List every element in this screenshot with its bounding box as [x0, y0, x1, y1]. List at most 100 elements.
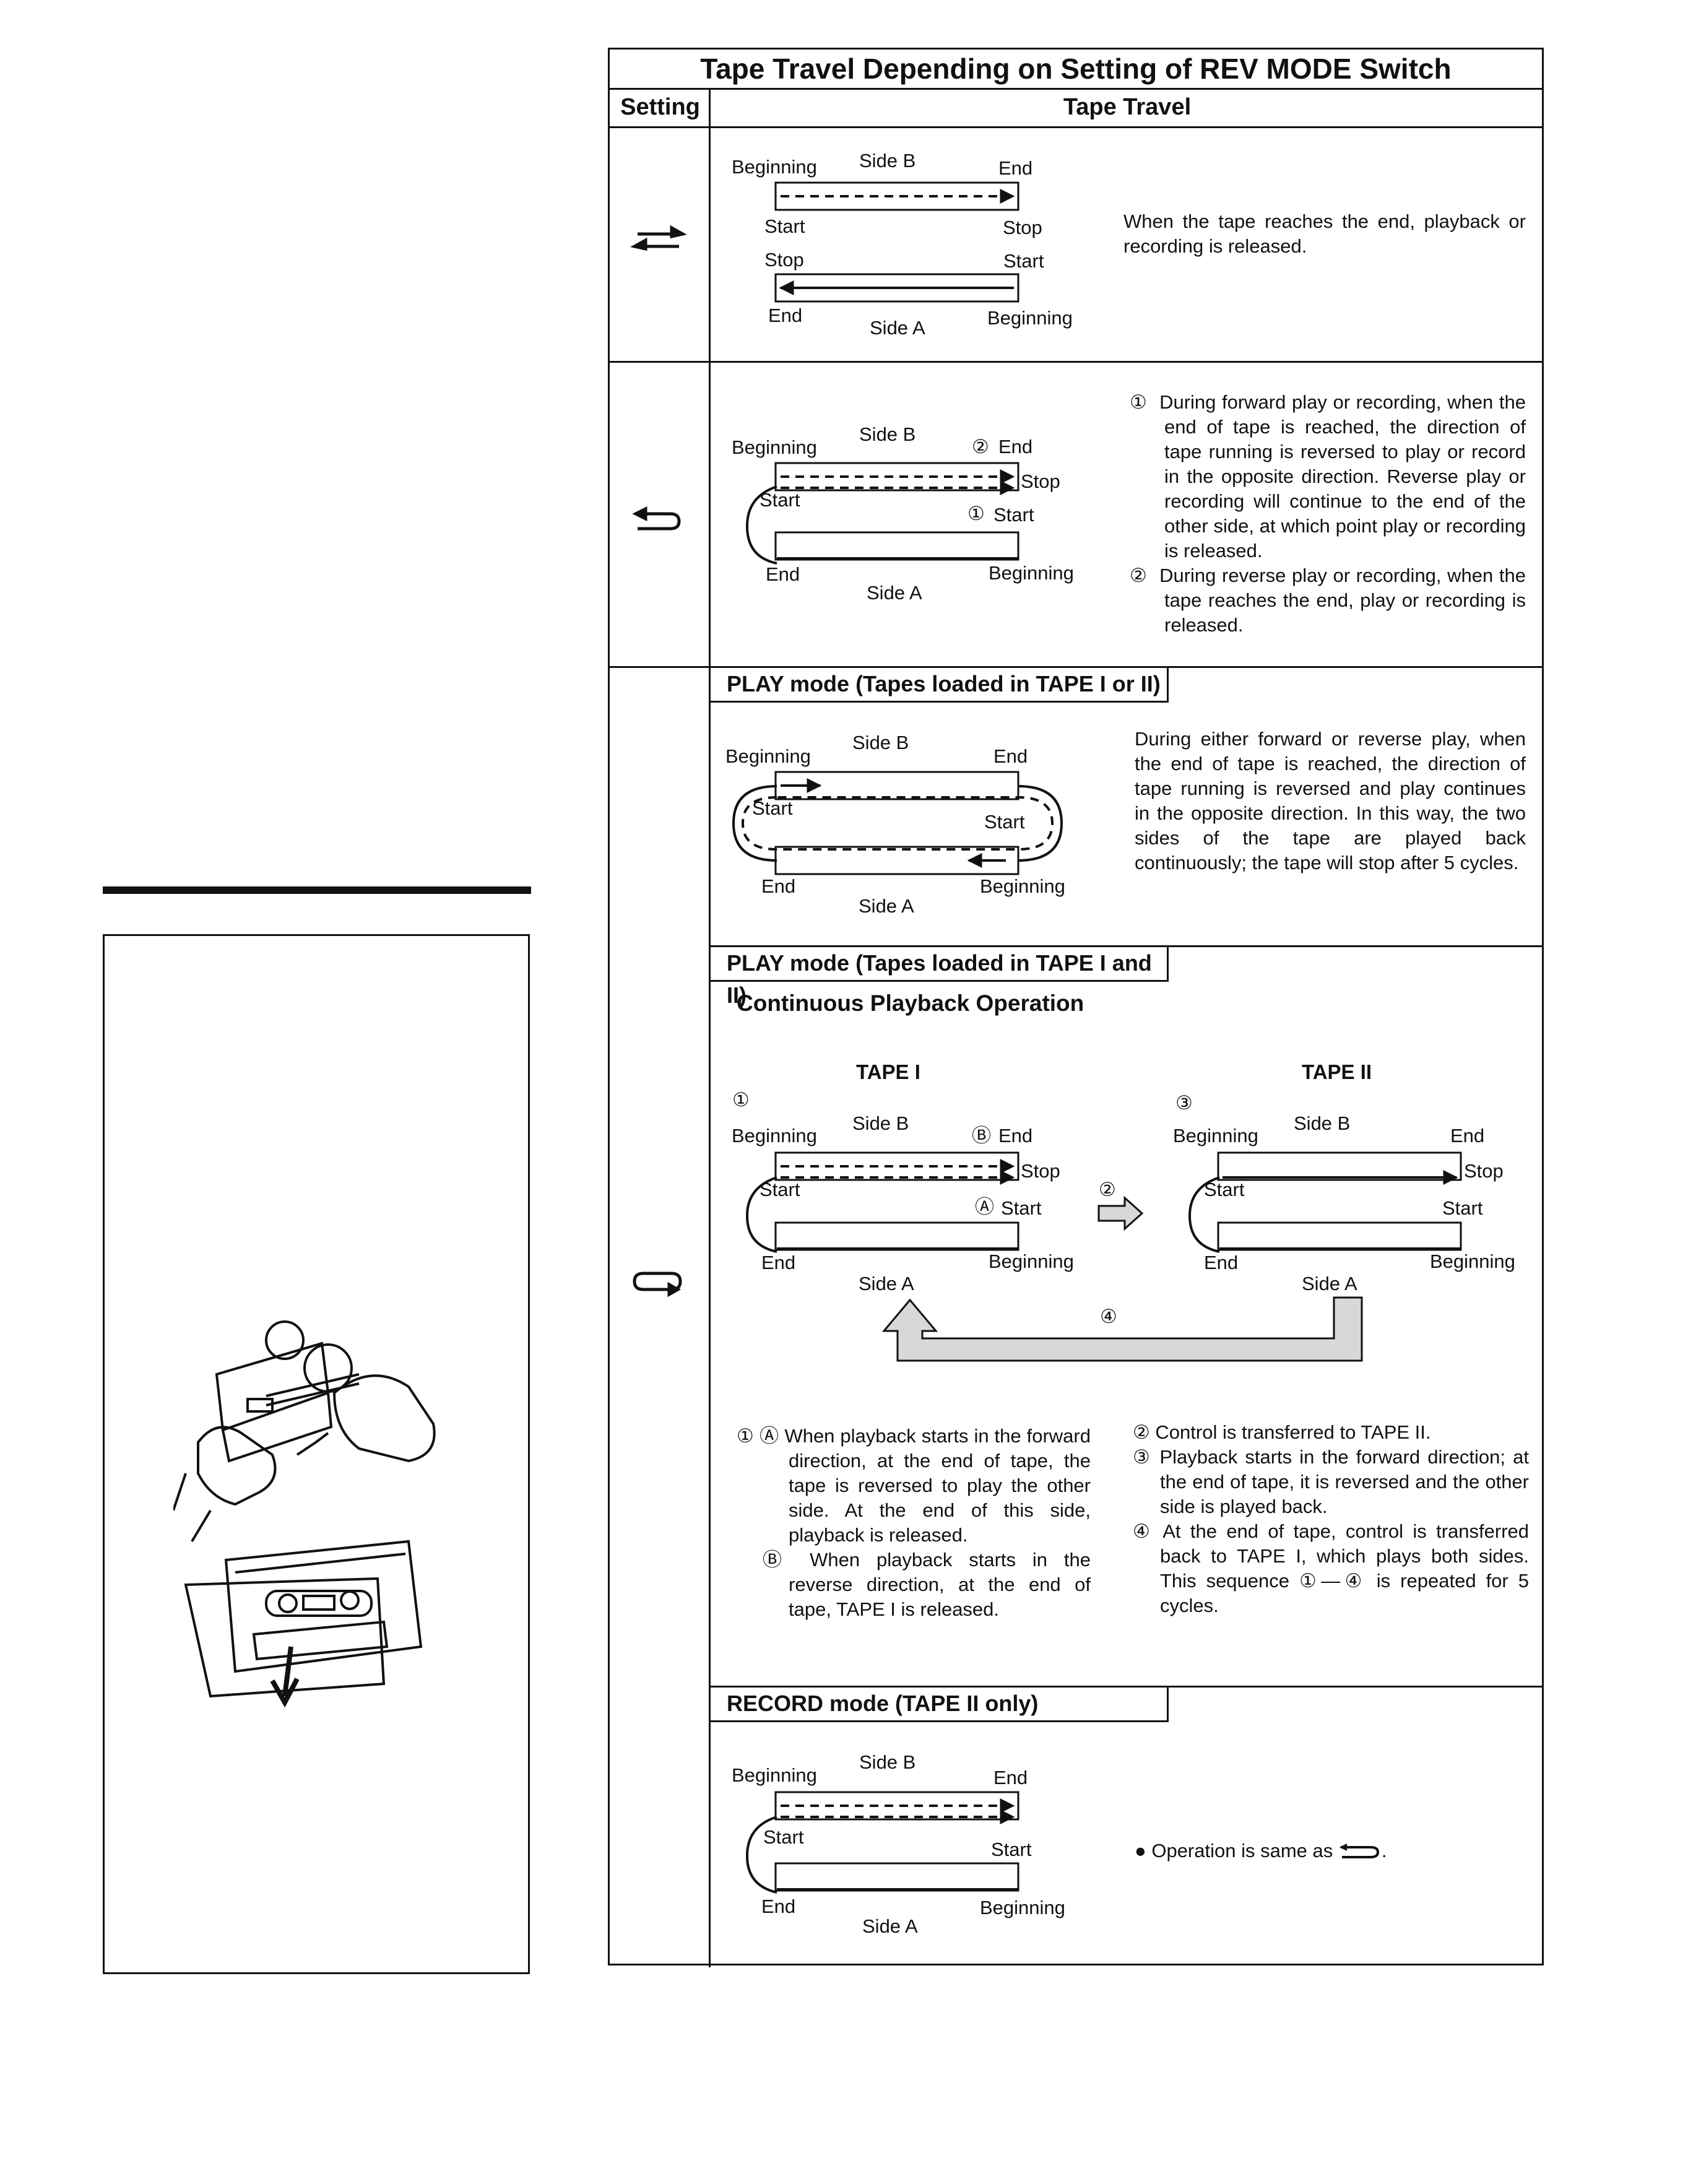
label-stop: Stop [764, 249, 804, 271]
label-side-b: Side B [859, 1751, 915, 1773]
note-text: When playback starts in the forward dire… [784, 1425, 1091, 1546]
single-reverse-mode-icon [1339, 1843, 1379, 1858]
label-end: End [1204, 1252, 1238, 1273]
divider [610, 666, 1542, 668]
label-side-b: Side B [859, 150, 915, 171]
label-start: Start [1001, 1197, 1042, 1219]
divider [610, 361, 1542, 363]
divider [610, 88, 1542, 90]
play-single-description: During either forward or reverse play, w… [1135, 728, 1526, 873]
header-setting: Setting [620, 94, 700, 120]
notes-right: ② Control is transferred to TAPE II. ③ P… [1133, 1420, 1529, 1618]
label-beginning: Beginning [989, 562, 1074, 584]
column-divider [709, 88, 711, 1967]
label-side-b: Side B [1294, 1112, 1350, 1134]
single-reverse-mode-icon [632, 506, 681, 531]
record-mode-title: RECORD mode (TAPE II only) [711, 1688, 1169, 1722]
note-text: When playback starts in the reverse dire… [789, 1549, 1091, 1620]
note-num: ④ [1133, 1520, 1154, 1542]
label-beginning: Beginning [732, 436, 817, 458]
table-title: Tape Travel Depending on Setting of REV … [700, 53, 1452, 85]
label-start: Start [984, 811, 1025, 833]
note-num: ② [1133, 1421, 1150, 1443]
label-start: Start [993, 504, 1034, 526]
label-side-a: Side A [859, 1273, 914, 1294]
label-stop: Stop [1021, 470, 1060, 492]
one-way-mode-icon [630, 225, 687, 251]
left-illustration [173, 1320, 436, 1708]
record-note: ● Operation is same as . [1135, 1839, 1444, 1863]
label-c1: ① [967, 503, 985, 524]
label-beginning: Beginning [1430, 1250, 1515, 1272]
label-start: Start [752, 797, 793, 819]
continuous-mode-icon [633, 1272, 682, 1298]
label-beginning: Beginning [980, 875, 1065, 897]
label-start: Start [763, 1826, 804, 1848]
label-c1: ① [732, 1089, 750, 1111]
label-side-a: Side A [859, 895, 914, 917]
label-beginning: Beginning [732, 156, 817, 178]
label-side-b: Side B [852, 732, 909, 753]
label-ca: Ⓐ [975, 1196, 994, 1218]
label-start: Start [1003, 250, 1044, 272]
label-beginning: Beginning [725, 745, 811, 767]
circled-number: ② [1130, 565, 1148, 586]
label-start: Start [991, 1839, 1032, 1860]
label-side-a: Side A [870, 317, 925, 339]
record-note-end: . [1381, 1840, 1387, 1861]
label-tape-i: TAPE I [856, 1060, 920, 1083]
note-num: ③ [1133, 1446, 1153, 1468]
label-side-a: Side A [1302, 1273, 1357, 1294]
play-mode-dual-title: PLAY mode (Tapes loaded in TAPE I and II… [711, 947, 1169, 1008]
reverse-note-2: During reverse play or recording, when t… [1159, 565, 1526, 636]
label-start: Start [764, 215, 805, 237]
cassette-tape-slack-icon [173, 1320, 436, 1543]
label-end: End [761, 875, 795, 897]
oneway-diagram: Beginning Side B End Start Stop Stop Sta… [732, 150, 1073, 339]
label-side-b: Side B [852, 1112, 909, 1134]
label-end: End [993, 1767, 1028, 1788]
note-num: ① Ⓐ [737, 1425, 779, 1447]
label-start: Start [1442, 1197, 1483, 1219]
cassette-eject-icon [184, 1540, 423, 1708]
header-tape-travel: Tape Travel [1063, 94, 1192, 120]
label-end: End [993, 745, 1028, 767]
label-side-b: Side B [859, 423, 915, 445]
label-side-a: Side A [862, 1915, 918, 1937]
label-c4: ④ [1100, 1306, 1117, 1327]
label-side-a: Side A [867, 582, 922, 604]
label-tape-ii: TAPE II [1302, 1060, 1372, 1083]
label-beginning: Beginning [980, 1897, 1065, 1918]
label-cb: Ⓑ [972, 1125, 991, 1146]
divider [711, 1686, 1544, 1688]
label-c2: ② [1099, 1179, 1116, 1200]
label-end: End [1450, 1125, 1484, 1146]
label-c3: ③ [1175, 1092, 1193, 1114]
play-single-diagram: Beginning Side B End Start Start End Beg… [725, 732, 1065, 917]
play-mode-single-title: PLAY mode (Tapes loaded in TAPE I or II) [711, 668, 1169, 703]
label-stop: Stop [1003, 217, 1042, 238]
label-end: End [998, 436, 1032, 457]
note-text: Playback starts in the forward direction… [1159, 1446, 1529, 1517]
label-end: End [998, 157, 1032, 179]
label-beginning: Beginning [989, 1250, 1074, 1272]
label-end: End [768, 305, 802, 326]
label-c2: ② [972, 436, 989, 457]
left-panel-box [103, 934, 530, 1974]
label-beginning: Beginning [732, 1764, 817, 1786]
label-stop: Stop [1464, 1160, 1504, 1182]
oneway-description: When the tape reaches the end, playback … [1123, 210, 1526, 257]
label-end: End [766, 563, 800, 585]
label-beginning: Beginning [1173, 1125, 1258, 1146]
tape-diagrams: Beginning Side B End Start Stop Stop Sta… [630, 150, 1515, 1937]
divider [610, 126, 1542, 128]
tape-travel-table: Tape Travel Depending on Setting of REV … [608, 48, 1544, 1967]
section-rule [103, 886, 531, 894]
continuous-playback-heading: Continuous Playback Operation [737, 990, 1084, 1016]
label-beginning: Beginning [987, 307, 1073, 329]
note-text: At the end of tape, control is transferr… [1160, 1520, 1529, 1616]
label-stop: Stop [1021, 1160, 1060, 1182]
dual-tape-diagram: TAPE I TAPE II ① ③ Beginning Side B Ⓑ En… [732, 1060, 1515, 1362]
notes-left: ① Ⓐ When playback starts in the forward … [737, 1424, 1091, 1622]
single-reverse-description: ① During forward play or recording, when… [1130, 390, 1526, 638]
